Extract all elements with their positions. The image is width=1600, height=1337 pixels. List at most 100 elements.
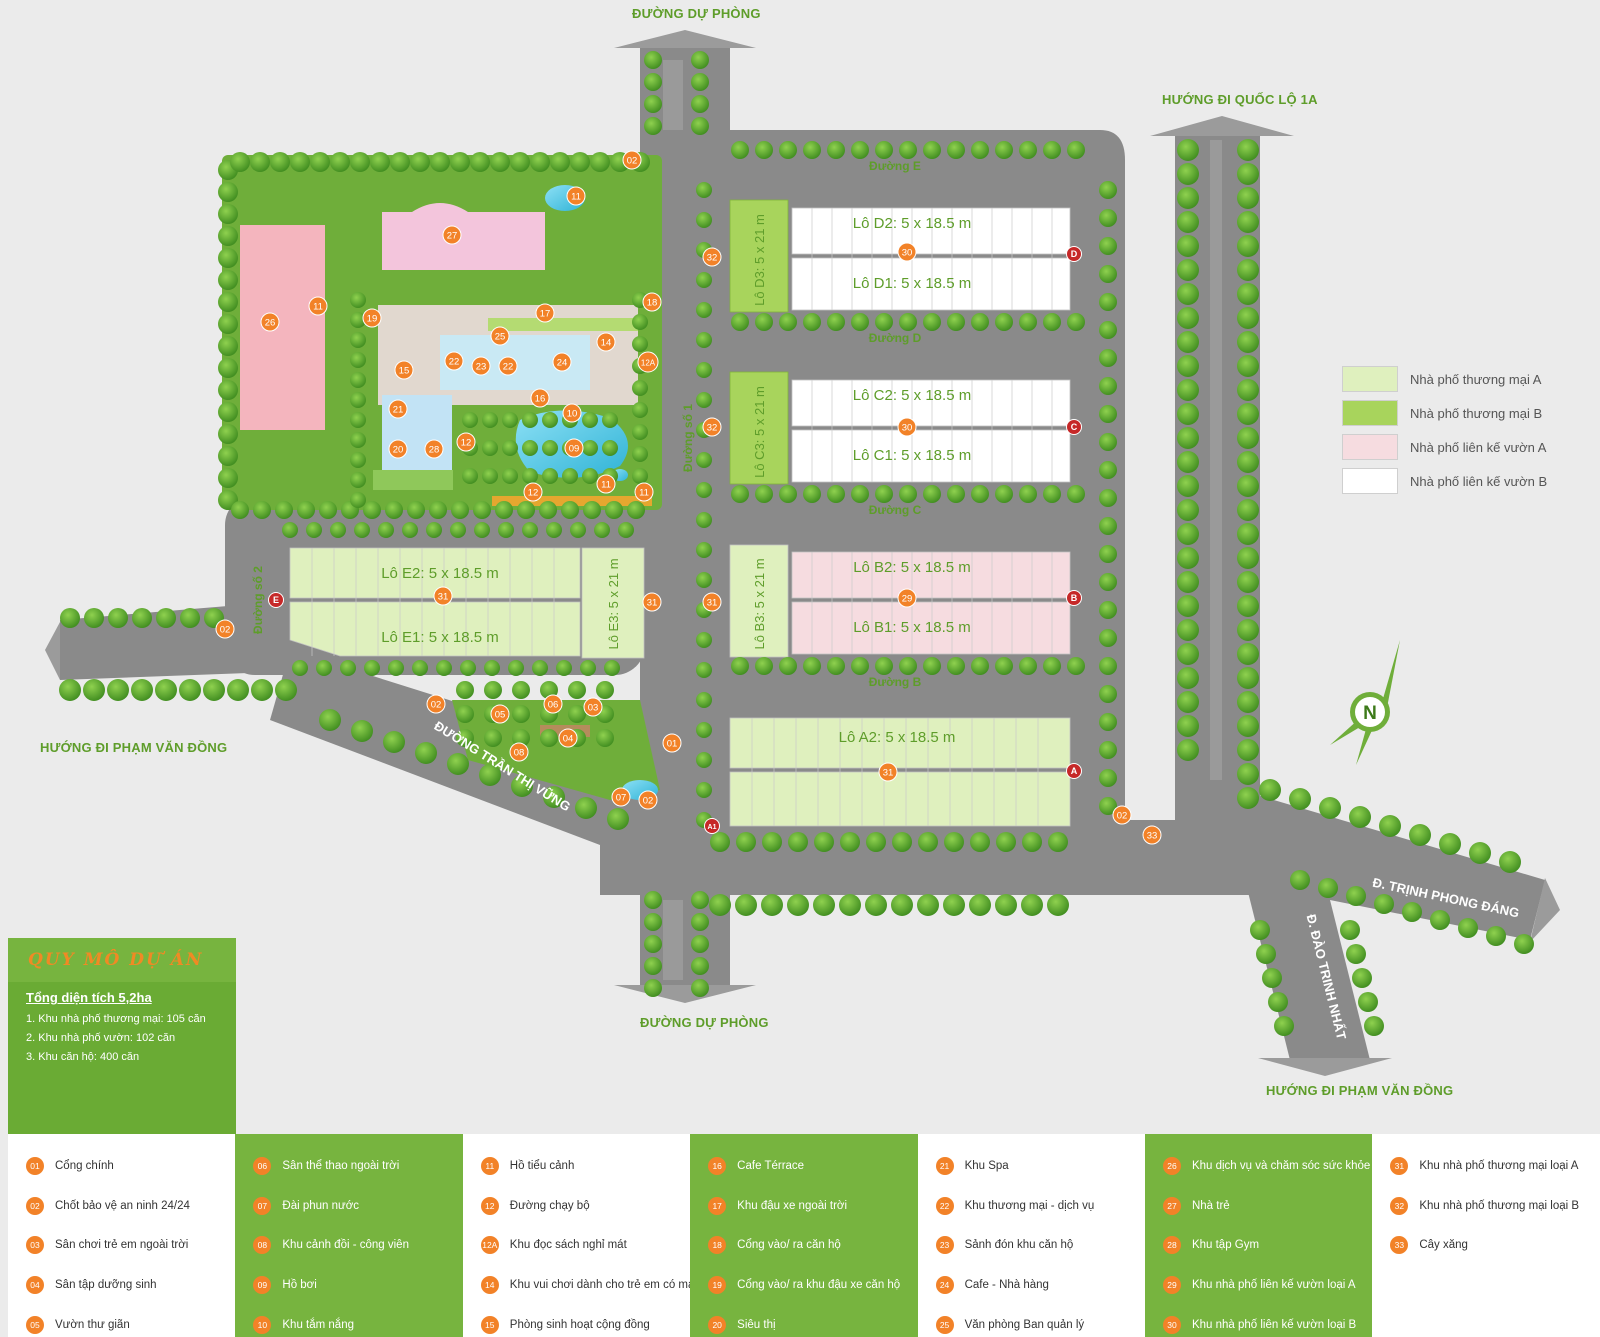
tree-icon [1019,141,1037,159]
marker-circle [638,790,658,810]
facility-marker-07: 07 [611,787,631,807]
marker-circle [362,308,382,328]
tree-icon [1237,475,1259,497]
key-label: Khu tắm nắng [282,1319,354,1332]
tree-icon [899,485,917,503]
tree-icon [891,894,913,916]
tree-icon [696,752,712,768]
facility-marker-33: 33 [1142,825,1162,845]
legend-label: Nhà phố liên kế vườn A [1410,439,1547,455]
gate-marker-E: E [268,592,284,608]
marker-number: 19 [367,314,378,325]
tree-icon [1237,739,1259,761]
marker-circle [490,326,510,346]
tree-icon [1099,489,1117,507]
marker-circle [702,592,722,612]
tree-icon [83,679,105,701]
tree-icon [1259,779,1281,801]
facility-marker-20: 20 [388,439,408,459]
block-label-c2: Lô C2: 5 x 18.5 m [853,387,971,404]
tree-icon [1043,657,1061,675]
tree-icon [632,468,648,484]
tree-icon [761,894,783,916]
tree-icon [390,152,410,172]
apartment-zone [222,155,662,510]
tree-icon [696,722,712,738]
tree-icon [851,657,869,675]
key-number: 19 [708,1276,727,1295]
tree-icon [995,313,1013,331]
facility-marker-26: 26 [260,312,280,332]
tree-icon [1256,944,1276,964]
road-label-south: ĐƯỜNG DỰ PHÒNG [640,1015,769,1030]
tree-icon [1099,265,1117,283]
tree-icon [788,832,808,852]
tree-icon [1099,769,1117,787]
tree-icon [1177,475,1199,497]
key-label: Phòng sinh hoạt cộng đồng [509,1319,650,1332]
tree-icon [696,542,712,558]
tree-icon [1514,934,1534,954]
key-number: 09 [253,1276,272,1295]
tree-icon [350,452,366,468]
gate-letter: A1 [708,824,717,831]
marker-circle [596,474,616,494]
tree-icon [632,402,648,418]
tree-icon [1374,894,1394,914]
key-number: 33 [1390,1236,1409,1255]
tree-icon [568,681,586,699]
tree-icon [1067,657,1085,675]
tree-icon [1177,235,1199,257]
tree-icon [1290,870,1310,890]
tree-icon [1099,545,1117,563]
tree-icon [604,660,620,676]
tree-icon [484,729,502,747]
tree-icon [1022,832,1042,852]
block-label-c1: Lô C1: 5 x 18.5 m [853,447,971,464]
facility-marker-31: 31 [433,586,453,606]
tree-icon [1237,499,1259,521]
tree-icon [813,894,835,916]
key-number: 32 [1390,1196,1409,1215]
tree-icon [594,522,610,538]
tree-icon [180,608,200,628]
facility-marker-31: 31 [642,592,662,612]
marker-circle [543,694,563,714]
tree-icon [779,313,797,331]
marker-circle [562,403,582,423]
tree-icon [1379,815,1401,837]
key-number: 04 [26,1276,44,1295]
tree-icon [556,660,572,676]
tree-icon [1019,313,1037,331]
tree-icon [814,832,834,852]
tree-icon [1237,691,1259,713]
tree-icon [230,152,250,172]
marker-circle [662,733,682,753]
tree-icon [350,292,366,308]
tree-icon [971,141,989,159]
tree-icon [156,608,176,628]
tree-icon [462,468,478,484]
key-number: 29 [1162,1276,1181,1295]
key-number: 01 [26,1156,44,1175]
tree-icon [1099,601,1117,619]
tree-icon [923,141,941,159]
block-label-c3: Lô C3: 5 x 21 m [752,386,767,478]
marker-circle [897,242,917,262]
project-info-line: 2. Khu nhà phố vườn: 102 căn [26,1032,176,1044]
key-label: Đài phun nước [282,1199,360,1212]
tree-icon [275,679,297,701]
tree-icon [696,302,712,318]
tree-icon [540,729,558,747]
gate-letter: C [1071,422,1078,432]
tree-icon [502,440,518,456]
key-label: Cây xăng [1419,1239,1468,1252]
legend-swatch [1342,468,1398,494]
project-info-title: QUY MÔ DỰ ÁN [28,950,204,970]
